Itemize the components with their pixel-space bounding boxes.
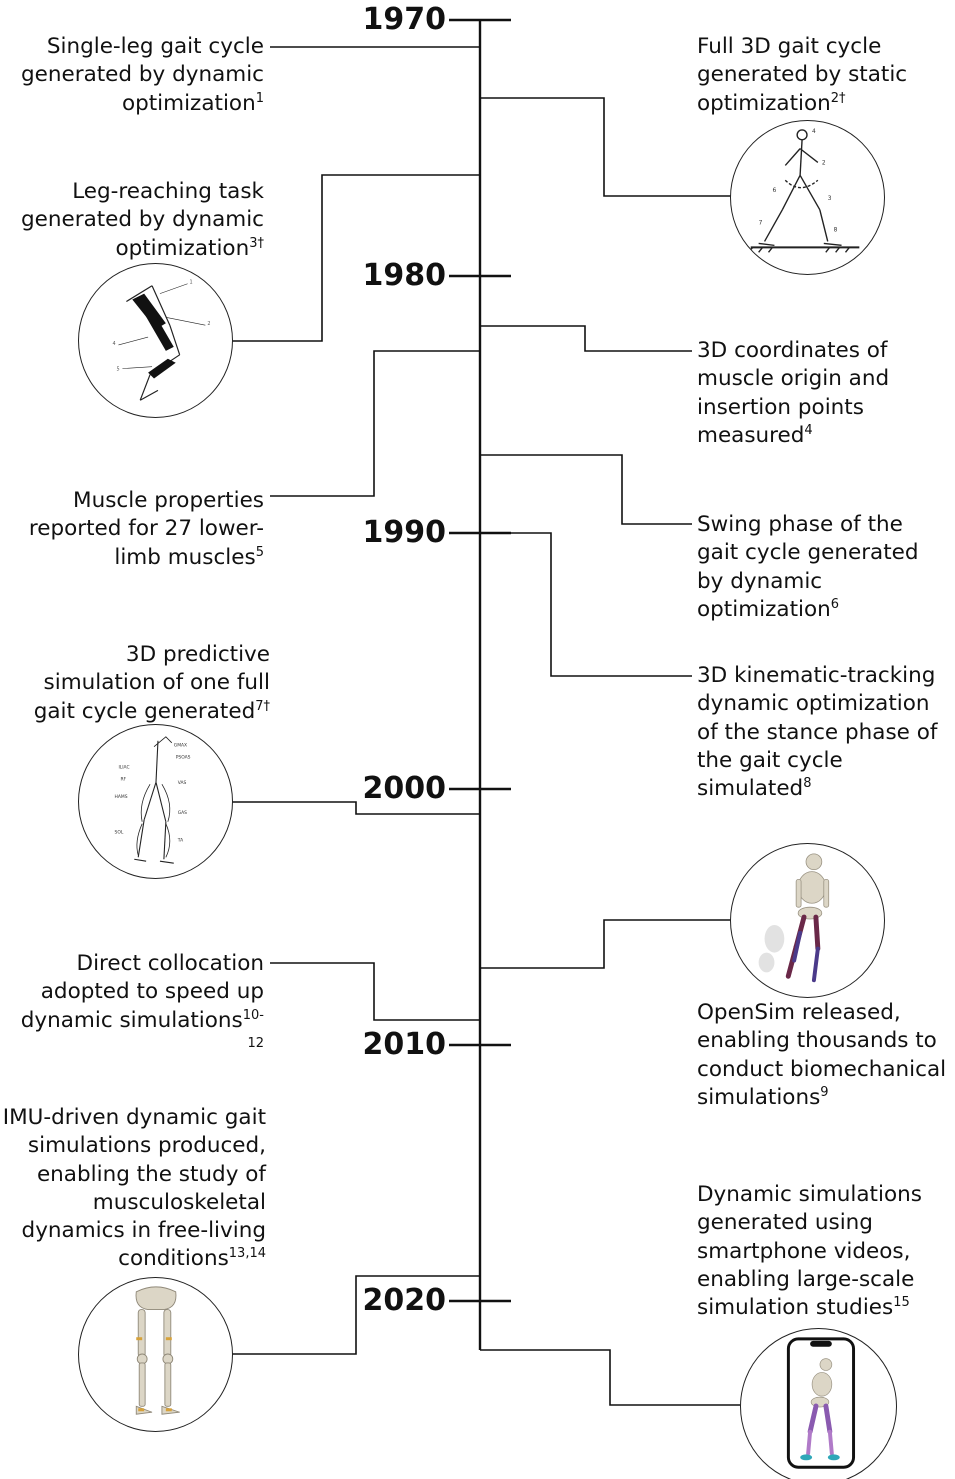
connector-e7	[232, 801, 480, 815]
event-text: Muscle properties reported for 27 lower-…	[28, 488, 264, 570]
event-text: 3D predictive simulation of one full gai…	[33, 642, 270, 724]
event-text: Full 3D gait cycle generated by static o…	[697, 34, 908, 116]
leg-reaching-icon: 1 2 4 5	[78, 263, 233, 418]
connector-e4	[480, 325, 692, 352]
full-body-model-icon: GMAX PSOAS ILIAC RF VAS HAMS GAS SOL TA	[78, 724, 233, 879]
connector-e2	[480, 97, 733, 197]
reference-marker: 7†	[255, 698, 270, 714]
svg-text:7: 7	[759, 221, 763, 227]
event-text: Leg-reaching task generated by dynamic o…	[21, 179, 264, 261]
year-label: 1990	[362, 515, 447, 550]
connector-e3	[232, 174, 480, 342]
svg-text:VAS: VAS	[178, 780, 187, 786]
svg-text:4: 4	[113, 341, 116, 347]
svg-text:PSOAS: PSOAS	[176, 755, 191, 761]
event-leg-reaching: Leg-reaching task generated by dynamic o…	[14, 178, 264, 263]
opensim-skeleton-icon	[730, 843, 885, 998]
svg-text:5: 5	[117, 367, 120, 373]
event-3d-predictive-simulation: 3D predictive simulation of one full gai…	[8, 641, 270, 726]
event-direct-collocation: Direct collocation adopted to speed up d…	[8, 950, 264, 1063]
connector-e11	[232, 1275, 480, 1355]
reference-marker: 4	[804, 422, 813, 438]
year-label: 2000	[362, 771, 447, 806]
event-text: IMU-driven dynamic gait simulations prod…	[2, 1105, 266, 1272]
reference-marker: 2†	[830, 90, 846, 106]
connector-e6	[480, 454, 692, 525]
gait-diagram-icon: 4 2 6 3 7 8	[730, 120, 885, 275]
svg-text:ILIAC: ILIAC	[118, 764, 129, 770]
reference-marker: 15	[893, 1295, 910, 1311]
connector-e9	[480, 919, 733, 969]
connector-e5	[270, 350, 480, 497]
connector-e12	[480, 1349, 740, 1406]
event-text: Direct collocation adopted to speed up d…	[20, 951, 264, 1033]
reference-marker: 1	[255, 90, 264, 106]
svg-text:4: 4	[812, 129, 816, 135]
connector-e10	[270, 962, 480, 1021]
year-label: 1970	[362, 2, 447, 37]
svg-text:TA: TA	[177, 837, 183, 843]
reference-marker: 13,14	[228, 1246, 266, 1262]
svg-text:1: 1	[190, 280, 193, 286]
reference-marker: 3†	[249, 235, 264, 251]
svg-text:GMAX: GMAX	[174, 743, 187, 749]
event-text: Single-leg gait cycle generated by dynam…	[21, 34, 264, 116]
svg-text:RF: RF	[120, 776, 126, 782]
lower-limb-skeleton-icon	[78, 1277, 233, 1432]
svg-text:6: 6	[772, 188, 776, 194]
event-text: 3D coordinates of muscle origin and inse…	[697, 338, 890, 448]
connector-e8	[480, 532, 692, 677]
reference-marker: 8	[803, 776, 812, 792]
event-1970-single-leg-gait: Single-leg gait cycle generated by dynam…	[14, 33, 264, 118]
year-label: 1980	[362, 258, 447, 293]
event-kinematic-tracking: 3D kinematic-tracking dynamic optimizati…	[697, 662, 953, 803]
event-muscle-properties: Muscle properties reported for 27 lower-…	[14, 487, 264, 572]
svg-text:3: 3	[828, 196, 832, 202]
reference-marker: 9	[820, 1084, 829, 1100]
svg-text:HAMS: HAMS	[115, 794, 128, 800]
svg-text:8: 8	[834, 228, 838, 234]
svg-text:GAS: GAS	[178, 810, 187, 816]
reference-marker: 6	[830, 596, 840, 612]
svg-text:2: 2	[822, 160, 826, 166]
svg-text:2: 2	[207, 321, 210, 327]
event-text: 3D kinematic-tracking dynamic optimizati…	[697, 663, 938, 802]
year-label: 2010	[362, 1027, 447, 1062]
event-full-3d-gait: Full 3D gait cycle generated by static o…	[697, 33, 922, 118]
year-label: 2020	[362, 1283, 447, 1318]
event-smartphone-videos: Dynamic simulations generated using smar…	[697, 1181, 927, 1322]
event-3d-coordinates: 3D coordinates of muscle origin and inse…	[697, 337, 907, 450]
event-text: OpenSim released, enabling thousands to …	[697, 1000, 947, 1110]
smartphone-skeleton-icon	[740, 1328, 897, 1479]
reference-marker: 5	[255, 544, 264, 560]
event-opensim-released: OpenSim released, enabling thousands to …	[697, 999, 947, 1112]
event-text: Swing phase of the gait cycle generated …	[697, 512, 919, 622]
event-imu-driven: IMU-driven dynamic gait simulations prod…	[2, 1104, 266, 1274]
reference-marker: 10-12	[242, 1007, 264, 1051]
svg-text:SOL: SOL	[115, 830, 124, 836]
event-swing-phase: Swing phase of the gait cycle generated …	[697, 511, 947, 624]
event-text: Dynamic simulations generated using smar…	[697, 1182, 922, 1321]
